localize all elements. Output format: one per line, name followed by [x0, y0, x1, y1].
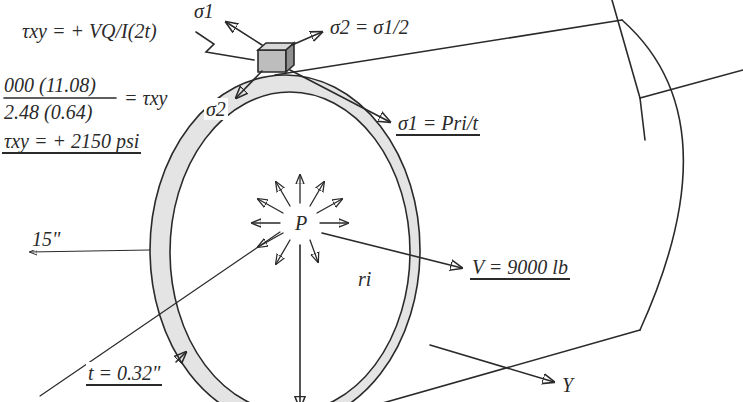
- numerator-value: 000 (11.08): [2, 74, 98, 96]
- radius-label: ri: [356, 268, 373, 290]
- stress-symbol: σ1: [192, 0, 216, 22]
- load-label: V = 9000 lb: [470, 256, 570, 280]
- shear-formula: τxy = + VQ/I(2t): [20, 20, 159, 42]
- axis-label: Y: [560, 374, 575, 396]
- shear-result: τxy = + 2150 psi: [2, 130, 141, 154]
- pressure-symbol: P: [293, 212, 309, 234]
- dimension-label: t = 0.32": [86, 362, 162, 386]
- denominator-value: 2.48 (0.64): [2, 101, 94, 123]
- stress-formula: σ2 = σ1/2: [328, 16, 411, 38]
- dimension-label: 15": [30, 228, 62, 250]
- formula-result: = τxy: [122, 87, 169, 109]
- stress-formula: σ1 = Pri/t: [396, 112, 480, 136]
- stress-symbol: σ2: [204, 98, 228, 120]
